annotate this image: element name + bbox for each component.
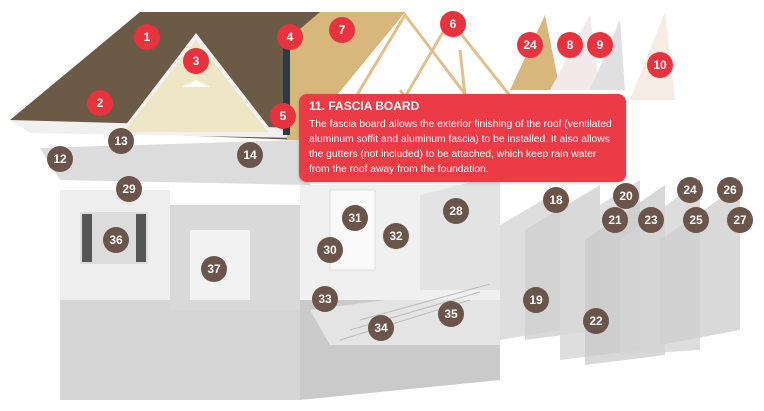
marker-28[interactable]: 28 (443, 198, 469, 224)
marker-24-roof[interactable]: 24 (517, 32, 543, 58)
marker-35[interactable]: 35 (438, 301, 464, 327)
marker-8[interactable]: 8 (557, 32, 583, 58)
marker-20[interactable]: 20 (613, 183, 639, 209)
marker-30[interactable]: 30 (317, 237, 343, 263)
marker-26[interactable]: 26 (717, 177, 743, 203)
marker-2[interactable]: 2 (87, 90, 113, 116)
marker-12[interactable]: 12 (47, 146, 73, 172)
marker-25[interactable]: 25 (683, 207, 709, 233)
marker-22[interactable]: 22 (583, 308, 609, 334)
marker-32[interactable]: 32 (383, 223, 409, 249)
marker-6[interactable]: 6 (440, 11, 466, 37)
marker-27[interactable]: 27 (727, 207, 753, 233)
marker-34[interactable]: 34 (368, 315, 394, 341)
marker-31[interactable]: 31 (342, 205, 368, 231)
marker-23[interactable]: 23 (638, 207, 664, 233)
marker-7[interactable]: 7 (329, 17, 355, 43)
marker-21[interactable]: 21 (602, 207, 628, 233)
marker-14[interactable]: 14 (237, 142, 263, 168)
marker-9[interactable]: 9 (587, 32, 613, 58)
marker-24[interactable]: 24 (677, 177, 703, 203)
marker-10[interactable]: 10 (647, 52, 673, 78)
marker-37[interactable]: 37 (201, 256, 227, 282)
marker-1[interactable]: 1 (134, 24, 160, 50)
tooltip-body: The fascia board allows the exterior fin… (309, 119, 612, 175)
marker-4[interactable]: 4 (277, 24, 303, 50)
marker-36[interactable]: 36 (103, 227, 129, 253)
marker-19[interactable]: 19 (523, 287, 549, 313)
marker-3[interactable]: 3 (183, 48, 209, 74)
marker-33[interactable]: 33 (312, 286, 338, 312)
tooltip-title: 11. FASCIA BOARD (309, 99, 420, 113)
marker-5[interactable]: 5 (270, 103, 296, 129)
marker-18[interactable]: 18 (543, 187, 569, 213)
marker-29[interactable]: 29 (116, 176, 142, 202)
marker-13[interactable]: 13 (108, 128, 134, 154)
info-tooltip: 11. FASCIA BOARD The fascia board allows… (299, 94, 626, 182)
